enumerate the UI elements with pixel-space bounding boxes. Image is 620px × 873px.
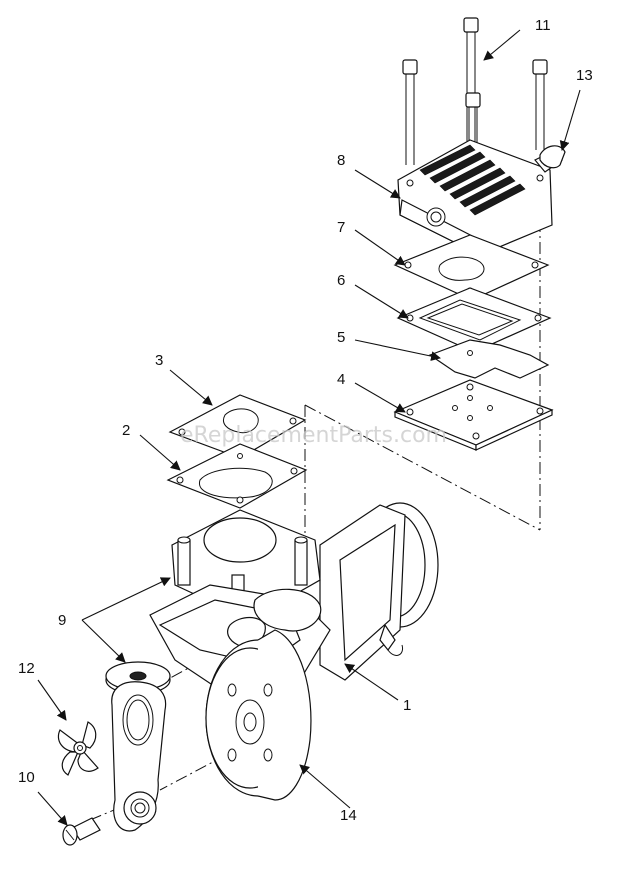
callout-14: 14	[340, 807, 357, 824]
callout-7: 7	[337, 219, 345, 236]
piston-connecting-rod	[105, 661, 171, 832]
callout-leaders	[37, 29, 581, 826]
fan-screw	[62, 817, 101, 846]
callout-2: 2	[122, 422, 130, 439]
callout-4: 4	[337, 371, 345, 388]
callout-1: 1	[403, 697, 411, 714]
callout-11: 11	[535, 17, 551, 34]
cylinder-head	[397, 139, 563, 256]
callout-8: 8	[337, 152, 345, 169]
callout-labels: 1 2 3 4 5 6 7 8 9 10 11 12 13 14	[18, 17, 593, 824]
watermark-text: eReplacementParts.com	[180, 423, 447, 448]
cooling-fan	[57, 721, 99, 776]
callout-13: 13	[576, 67, 593, 84]
motor-crankcase-assembly	[149, 502, 439, 701]
callout-5: 5	[337, 329, 345, 346]
valve-plate	[393, 379, 554, 451]
reed-valve	[428, 339, 550, 379]
callout-10: 10	[18, 769, 35, 786]
elbow-fitting	[539, 145, 566, 169]
cylinder-gasket-lower	[166, 443, 308, 509]
flywheel-pulley	[205, 629, 312, 801]
callout-6: 6	[337, 272, 345, 289]
callout-9: 9	[58, 612, 66, 629]
valve-gasket	[396, 287, 552, 353]
callout-3: 3	[155, 352, 163, 369]
callout-12: 12	[18, 660, 35, 677]
